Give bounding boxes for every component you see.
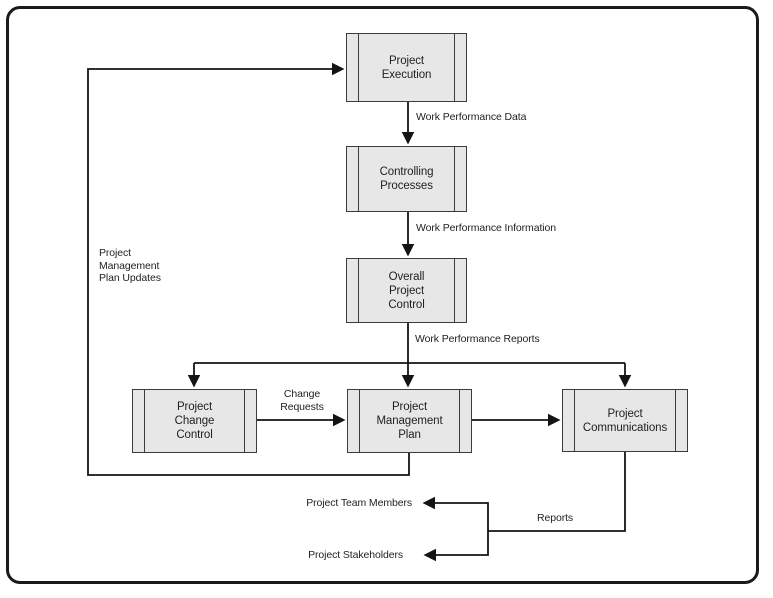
node-project-change-control: Project Change Control [132, 389, 257, 453]
node-inner-line-right [454, 147, 455, 211]
endpoint-project-stakeholders: Project Stakeholders [308, 549, 403, 561]
node-project-execution: Project Execution [346, 33, 467, 102]
edge-plan-updates-feedback-loop [87, 62, 410, 476]
edge-label-work-performance-data: Work Performance Data [416, 111, 527, 123]
node-project-communications: Project Communications [562, 389, 688, 452]
node-inner-line-right [454, 34, 455, 101]
node-project-management-plan: Project Management Plan [347, 389, 472, 453]
node-inner-line-left [359, 390, 360, 452]
edge-label-work-performance-information: Work Performance Information [416, 222, 556, 234]
node-inner-line-left [574, 390, 575, 451]
edge-reports-to-stakeholders [423, 531, 489, 562]
diagram-frame-border [6, 6, 759, 584]
edge-label-change-requests: Change Requests [280, 388, 324, 413]
node-label-controlling-processes: Controlling Processes [379, 166, 434, 192]
node-inner-line-right [454, 259, 455, 322]
node-inner-line-left [358, 259, 359, 322]
node-label-project-management-plan: Project Management Plan [376, 401, 443, 441]
node-inner-line-right [459, 390, 460, 452]
node-inner-line-left [358, 34, 359, 101]
endpoint-project-team-members: Project Team Members [306, 497, 412, 509]
node-inner-line-right [244, 390, 245, 452]
node-inner-line-left [358, 147, 359, 211]
edge-label-work-performance-reports: Work Performance Reports [415, 333, 540, 345]
node-overall-project-control: Overall Project Control [346, 258, 467, 323]
node-label-overall-project-control: Overall Project Control [388, 270, 425, 311]
node-controlling-processes: Controlling Processes [346, 146, 467, 212]
edge-label-reports: Reports [537, 512, 574, 524]
node-label-project-change-control: Project Change Control [174, 401, 215, 441]
node-label-project-execution: Project Execution [381, 54, 432, 81]
node-inner-line-left [144, 390, 145, 452]
edge-reports-to-team-members [422, 496, 489, 531]
edge-communications-reports-down [488, 452, 626, 532]
node-inner-line-right [675, 390, 676, 451]
node-label-project-communications: Project Communications [582, 407, 668, 434]
edge-label-plan-updates: Project Management Plan Updates [99, 247, 161, 284]
